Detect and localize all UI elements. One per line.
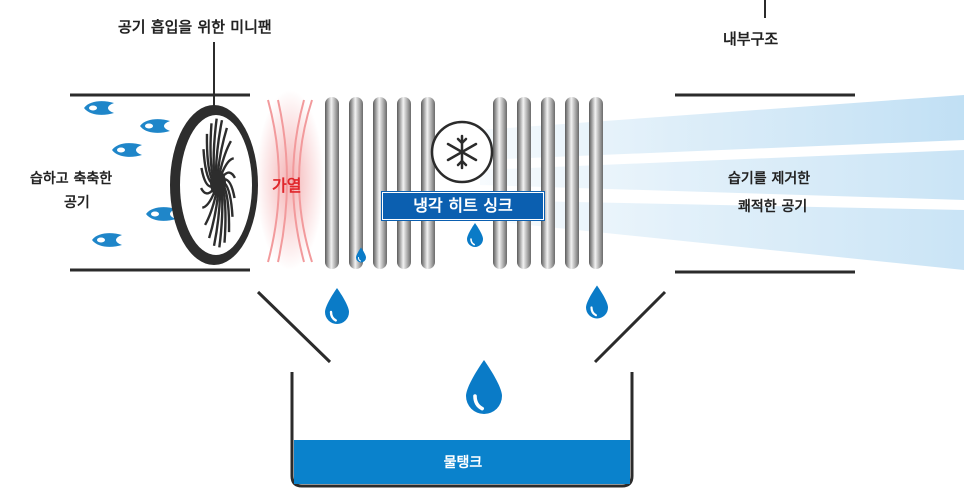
heat-zone <box>256 90 324 270</box>
fan-blade <box>199 187 214 195</box>
heat-sink-fin <box>373 97 387 269</box>
heat-label: 가열 <box>272 176 302 195</box>
fan-blade <box>207 194 220 239</box>
fan-blade <box>220 157 235 174</box>
snowflake-icon <box>430 120 494 184</box>
fan-blade <box>214 119 224 172</box>
dry-air-label-line2: 쾌적한 공기 <box>738 199 808 215</box>
fan-icon <box>170 105 258 265</box>
internal-structure-label: 내부구조 <box>723 30 779 48</box>
heat-sink-fin <box>493 97 507 269</box>
humid-air-label-line2: 공기 <box>64 195 90 211</box>
fan-blade <box>212 194 222 247</box>
heat-sink-fin <box>349 97 363 269</box>
heat-sink-label: 냉각 히트 싱크 <box>382 192 544 220</box>
heat-sink-fin <box>517 97 531 269</box>
heat-sink-fin <box>397 97 411 269</box>
fan-blade <box>201 192 216 209</box>
heat-sink-fins <box>325 97 603 269</box>
intake-pipe <box>70 93 250 272</box>
fan-blade <box>212 118 218 174</box>
fan-blade <box>223 186 231 233</box>
fan-blade <box>216 127 229 172</box>
heat-sink-fin <box>541 97 555 269</box>
humid-air-label-line1: 습하고 축축한 <box>30 171 113 187</box>
water-tank <box>290 372 634 488</box>
outlet-pipe <box>675 93 855 274</box>
drip-funnel <box>256 290 667 364</box>
fan-blade <box>222 189 227 243</box>
heat-sink-fin <box>325 97 339 269</box>
fan-blade <box>209 123 214 177</box>
fan-label: 공기 흡입을 위한 미니팬 <box>118 18 272 36</box>
heat-sink-fin <box>589 97 603 269</box>
heat-sink-fin <box>421 97 435 269</box>
dry-air-label-line1: 습기를 제거한 <box>728 171 811 187</box>
fan-blade <box>218 140 232 172</box>
fan-blade <box>204 194 218 226</box>
water-tank-label: 물탱크 <box>443 455 483 471</box>
fan-blade <box>222 171 237 179</box>
fan-blade <box>218 192 224 248</box>
fan-blade <box>205 133 213 180</box>
heat-sink-fin <box>565 97 579 269</box>
